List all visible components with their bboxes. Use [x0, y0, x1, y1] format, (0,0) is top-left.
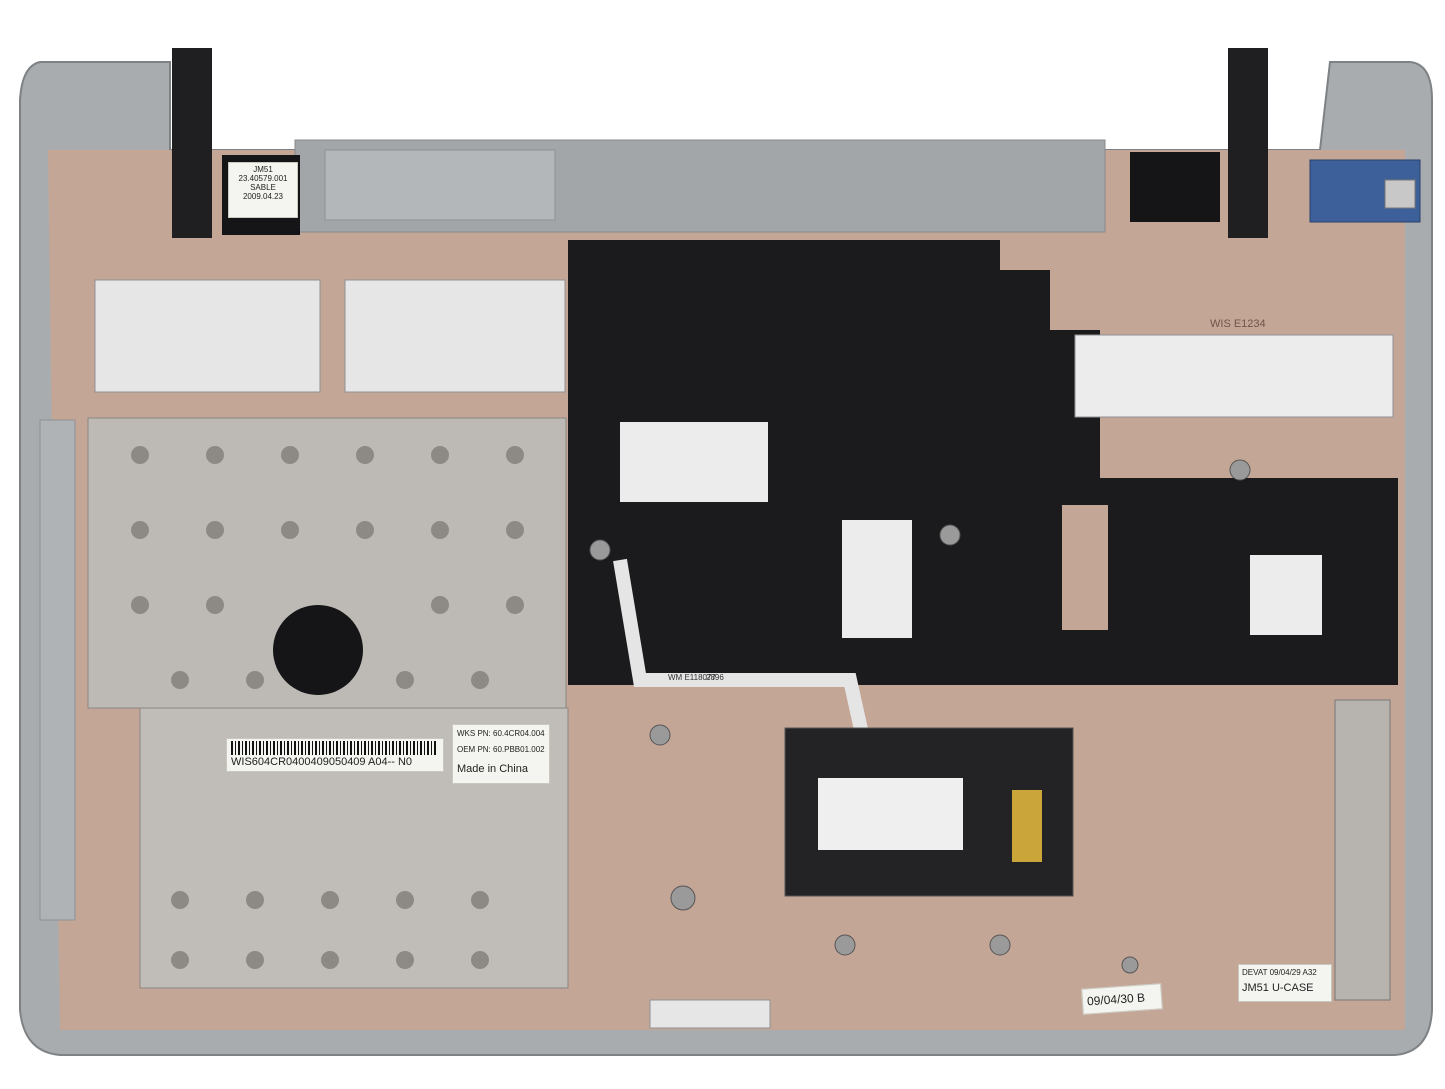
mylar-window-2 [842, 520, 912, 638]
shield-black-hole [273, 605, 363, 695]
barcode-sticker: WIS604CR0400409050409 A04-- N0 [226, 738, 444, 772]
mylar-copper-patch [1062, 505, 1108, 630]
touchpad-connector [1012, 790, 1042, 862]
speaker-sticker-line3: SABLE [250, 183, 276, 192]
mylar-window-3 [1250, 555, 1322, 635]
usb-port [1384, 179, 1416, 209]
speaker-sticker-line4: 2009.04.23 [242, 192, 284, 201]
right-bracket [1334, 699, 1391, 1001]
mylar-window-1 [620, 422, 768, 502]
shield-hole-grid [131, 446, 524, 969]
top-rail-slot [324, 149, 556, 221]
left-cutout-2 [344, 279, 566, 393]
case-label-sticker: DEVAT 09/04/29 A32 JM51 U-CASE [1238, 964, 1332, 1002]
speaker-sticker: JM51 23.40579.001 SABLE 2009.04.23 [228, 162, 298, 218]
mold-mark: WIS E1234 [1210, 318, 1266, 330]
wks-part-number: WKS PN: 60.4CR04.004 [457, 729, 545, 738]
origin-label: Made in China [457, 763, 528, 775]
speaker-sticker-line1: JM51 [253, 165, 273, 174]
ribbon-text-2: 2896 [706, 673, 724, 682]
right-speaker [1130, 152, 1220, 222]
screw-bosses [589, 459, 1251, 974]
part-number-sticker: WKS PN: 60.4CR04.004 OEM PN: 60.PBB01.00… [452, 724, 550, 784]
bottom-tab [649, 999, 771, 1029]
case-label-line2: JM51 U-CASE [1242, 982, 1314, 994]
case-label-line1: DEVAT 09/04/29 A32 [1242, 968, 1317, 977]
ribbon-cable [613, 558, 877, 772]
date-code: 09/04/30 B [1086, 990, 1146, 1009]
black-mylar-sheet [568, 240, 1398, 685]
left-rail [39, 419, 76, 921]
date-code-sticker: 09/04/30 B [1081, 983, 1163, 1015]
barcode-serial: WIS604CR0400409050409 A04-- N0 [231, 756, 413, 768]
barcode [231, 741, 437, 755]
right-cutout [1074, 334, 1394, 418]
right-hinge [1228, 48, 1268, 238]
left-hinge [172, 48, 212, 238]
left-cutout-1 [94, 279, 321, 393]
touchpad-tape [818, 778, 963, 850]
ribbon-text-1: WM E118077 [668, 673, 716, 682]
oem-part-number: OEM PN: 60.PBB01.002 [457, 745, 545, 754]
speaker-sticker-line2: 23.40579.001 [238, 174, 288, 183]
